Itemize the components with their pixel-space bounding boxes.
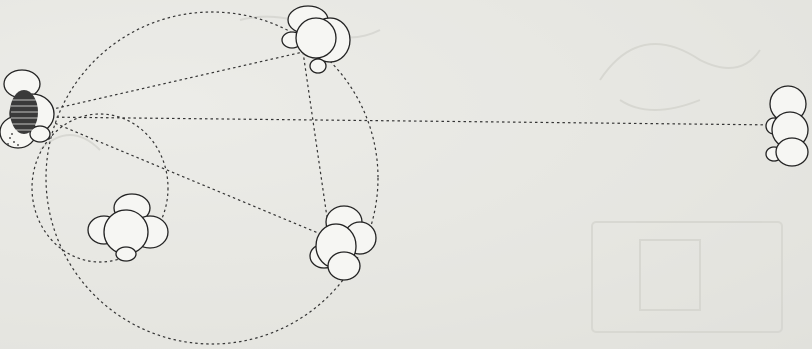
background-ghost-art xyxy=(40,17,782,332)
shell-figure-icon xyxy=(0,70,54,148)
dotted-lines xyxy=(40,52,780,238)
line-source-to-lower-right xyxy=(40,117,330,238)
figure-icon-top xyxy=(282,6,350,73)
line-source-to-far-right xyxy=(40,117,780,125)
figure-icon-lower-right xyxy=(310,206,376,280)
figure-icon-far-right xyxy=(766,86,808,166)
line-top-to-lower-right xyxy=(303,52,330,238)
figure-icon-lower-left xyxy=(88,194,168,261)
line-source-to-top xyxy=(40,52,303,112)
